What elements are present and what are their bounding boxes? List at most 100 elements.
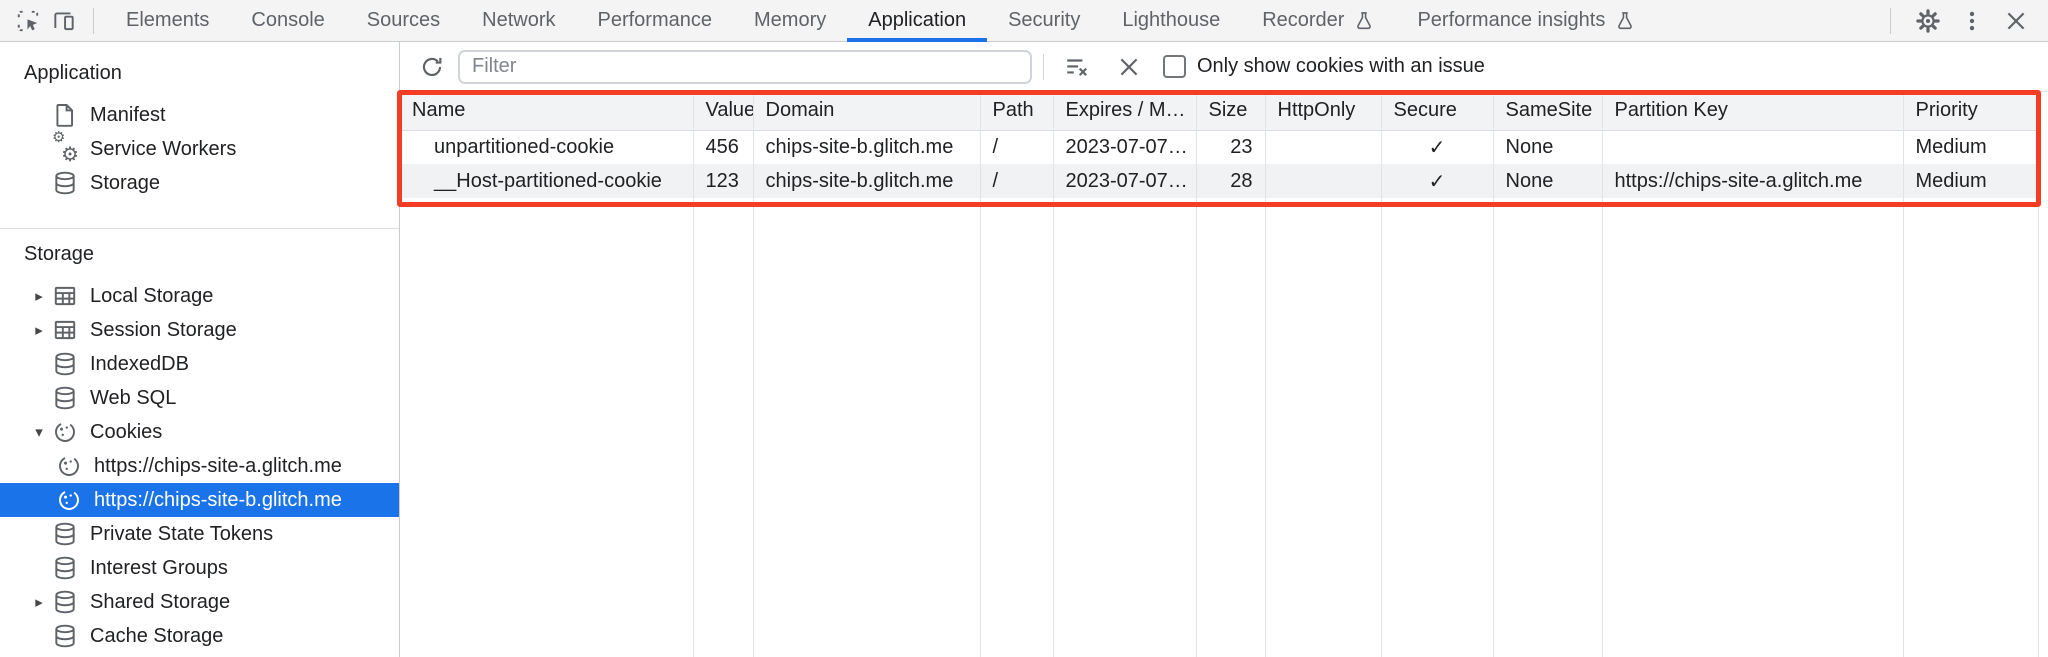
storage-section-items: ▸ Local Storage ▸ Session Storage Indexe… (0, 279, 399, 653)
tab[interactable]: Application (847, 0, 987, 42)
sidebar-tree-item[interactable]: ▸ Local Storage (0, 279, 399, 313)
sidebar-tree-item[interactable]: Web SQL (0, 381, 399, 415)
cookie-cell[interactable]: chips-site-b.glitch.me (753, 164, 981, 198)
cookie-cell[interactable]: None (1493, 164, 1603, 198)
sidebar-section-divider (0, 228, 399, 229)
sidebar-tree-item[interactable]: Cache Storage (0, 619, 399, 653)
table-icon (52, 317, 78, 343)
tree-expand-arrow-icon[interactable]: ▸ (35, 594, 43, 611)
empty-grid-cell (1493, 198, 1603, 657)
issue-filter-label[interactable]: Only show cookies with an issue (1197, 55, 1485, 77)
cookie-icon (52, 419, 78, 445)
cookie-cell[interactable]: https://chips-site-a.glitch.me (1602, 164, 1904, 198)
cookie-cell[interactable]: ✓ (1381, 164, 1494, 198)
sidebar-tree-item[interactable]: https://chips-site-a.glitch.me (0, 449, 399, 483)
sidebar-tree-item[interactable]: Storage (0, 166, 399, 200)
database-icon (52, 521, 78, 547)
column-header[interactable]: Size (1196, 92, 1266, 131)
column-header[interactable]: Expires / M… (1053, 92, 1197, 131)
issue-filter-checkbox[interactable] (1163, 55, 1186, 78)
cookie-cell[interactable]: unpartitioned-cookie (400, 130, 694, 164)
filter-input[interactable] (458, 49, 1032, 84)
clear-filter-icon[interactable] (1059, 49, 1095, 85)
column-header[interactable]: Partition Key (1602, 92, 1904, 131)
sidebar-tree-item[interactable]: Manifest (0, 98, 399, 132)
cookie-cell[interactable]: ✓ (1381, 130, 1494, 164)
flask-icon (1353, 10, 1375, 32)
cookie-cell[interactable]: 28 (1196, 164, 1266, 198)
cookie-cell[interactable]: chips-site-b.glitch.me (753, 130, 981, 164)
column-header[interactable]: Secure (1381, 92, 1494, 131)
cookie-cell[interactable]: 2023-07-07… (1053, 130, 1197, 164)
tab[interactable]: Memory (733, 0, 847, 41)
tab[interactable]: Performance insights (1396, 0, 1657, 41)
column-header[interactable]: Path (980, 92, 1054, 131)
tree-expand-arrow-icon[interactable]: ▸ (35, 322, 43, 339)
column-header[interactable]: Domain (753, 92, 981, 131)
sidebar-tree-item[interactable]: https://chips-site-b.glitch.me (0, 483, 399, 517)
tree-expand-arrow-icon[interactable]: ▸ (35, 288, 43, 305)
tab[interactable]: Console (230, 0, 345, 41)
empty-grid-cell (1265, 198, 1382, 657)
tree-item-label: Cache Storage (90, 624, 224, 647)
column-header[interactable]: Value (693, 92, 754, 131)
more-menu-icon[interactable] (1954, 3, 1990, 39)
tab[interactable]: Performance (577, 0, 734, 41)
column-header[interactable]: Priority (1903, 92, 2039, 131)
tabbar-right-controls (1879, 3, 2048, 39)
cookie-cell[interactable] (1265, 130, 1382, 164)
devtools-tab-bar: Elements Console Sources Network Perform… (0, 0, 2048, 42)
tab[interactable]: Network (461, 0, 576, 41)
table-icon (52, 283, 78, 309)
cookie-cell[interactable]: / (980, 130, 1054, 164)
cookie-cell[interactable]: 123 (693, 164, 754, 198)
sidebar-tree-item[interactable]: ⚙⚙ Service Workers (0, 130, 399, 166)
device-toolbar-icon[interactable] (46, 3, 82, 39)
sidebar-tree-item[interactable]: Interest Groups (0, 551, 399, 585)
database-icon (52, 589, 78, 615)
sidebar-tree-item[interactable]: IndexedDB (0, 347, 399, 381)
cookie-cell[interactable]: Medium (1903, 130, 2039, 164)
settings-gear-icon[interactable] (1910, 3, 1946, 39)
tab-label: Performance (597, 9, 713, 31)
cookie-cell[interactable]: / (980, 164, 1054, 198)
tab[interactable]: Elements (105, 0, 230, 41)
tree-item-label: Storage (90, 171, 161, 194)
empty-grid-area (400, 198, 2039, 657)
cookie-cell[interactable]: Medium (1903, 164, 2039, 198)
cookie-cell[interactable] (1602, 130, 1904, 164)
sidebar-tree-item[interactable]: Private State Tokens (0, 517, 399, 551)
cookie-cell[interactable]: 2023-07-07… (1053, 164, 1197, 198)
tab[interactable]: Sources (346, 0, 461, 41)
section-header-application: Application (24, 61, 122, 84)
empty-grid-cell (1381, 198, 1494, 657)
column-header[interactable]: Name (400, 92, 694, 131)
tab[interactable]: Security (987, 0, 1101, 41)
cookie-cell[interactable]: None (1493, 130, 1603, 164)
close-icon[interactable] (1998, 3, 2034, 39)
tab[interactable]: Lighthouse (1101, 0, 1241, 41)
tab-label: Lighthouse (1122, 9, 1221, 31)
column-header[interactable]: SameSite (1493, 92, 1603, 131)
cookie-icon (56, 453, 82, 479)
tab[interactable]: Recorder (1241, 0, 1396, 41)
cookie-cell[interactable]: 23 (1196, 130, 1266, 164)
sidebar-tree-item[interactable]: ▸ Shared Storage (0, 585, 399, 619)
sidebar-tree-item[interactable]: ▾ Cookies (0, 415, 399, 449)
sidebar-tree-item[interactable]: ▸ Session Storage (0, 313, 399, 347)
clear-icon[interactable] (1111, 49, 1147, 85)
tab-label: Memory (754, 9, 827, 31)
cookie-icon (56, 487, 82, 513)
cookie-cell[interactable]: 456 (693, 130, 754, 164)
cookie-cell[interactable]: __Host-partitioned-cookie (400, 164, 694, 198)
cookie-cell[interactable] (1265, 164, 1382, 198)
toolbar-divider (1043, 53, 1044, 80)
column-header[interactable]: HttpOnly (1265, 92, 1382, 131)
inspect-icon[interactable] (10, 3, 46, 39)
tree-expand-arrow-icon[interactable]: ▾ (35, 424, 43, 441)
refresh-icon[interactable] (414, 49, 450, 85)
